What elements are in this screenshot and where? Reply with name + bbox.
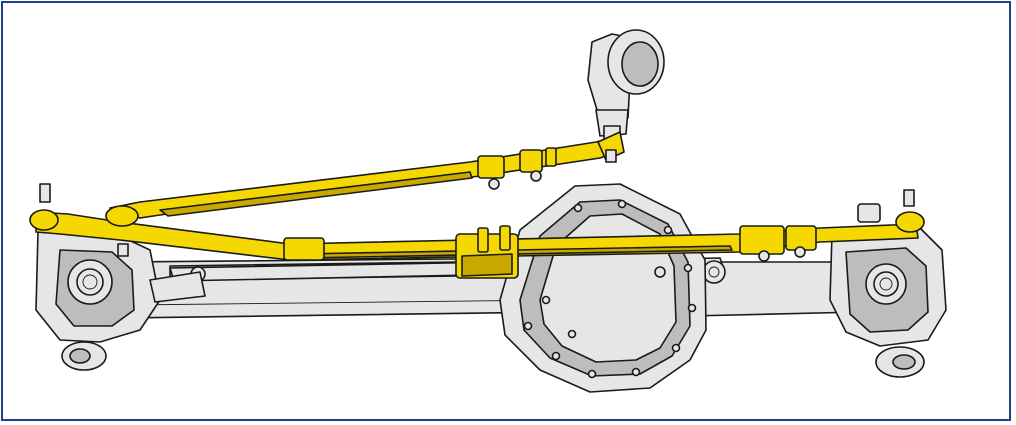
differential-cover [499,183,707,393]
tie-rod [29,183,925,279]
steering-box [587,29,665,143]
drag-link [109,131,625,219]
left-knuckle [35,231,206,371]
right-knuckle [829,203,947,378]
cover-bolts [523,199,697,379]
